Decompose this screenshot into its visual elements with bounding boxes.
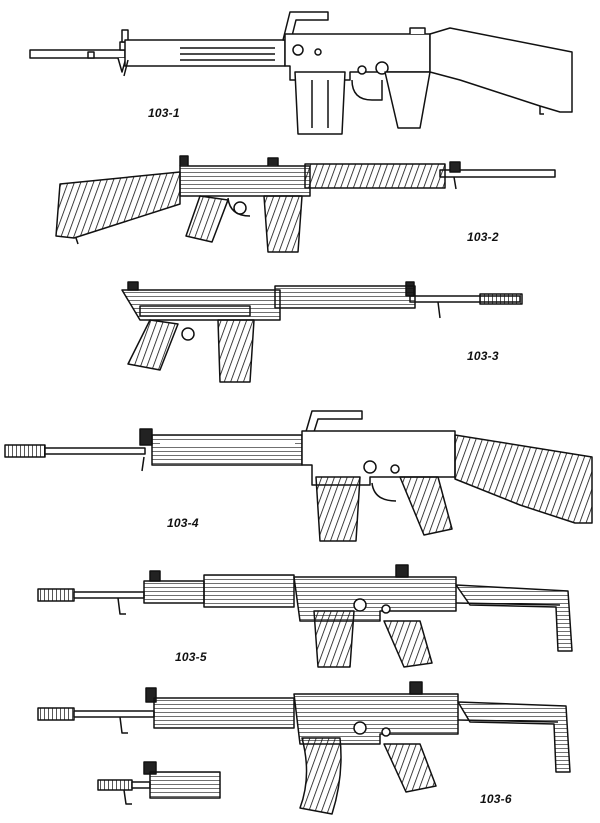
figure-label-103-6: 103-6 — [480, 792, 512, 806]
figure-label-103-5: 103-5 — [175, 650, 207, 664]
figure-label-103-1: 103-1 — [148, 106, 180, 120]
rifle-drawing-103-2 — [55, 155, 556, 253]
rifle-drawing-103-1 — [29, 11, 573, 135]
rifle-drawing-103-5 — [37, 564, 573, 668]
figure-label-103-4: 103-4 — [167, 516, 199, 530]
figure-label-103-2: 103-2 — [467, 230, 499, 244]
rifle-drawing-103-3 — [121, 281, 523, 383]
rifle-drawing-103-4 — [4, 410, 593, 542]
rifle-drawing-103-6 — [37, 681, 571, 815]
figure-label-103-3: 103-3 — [467, 349, 499, 363]
